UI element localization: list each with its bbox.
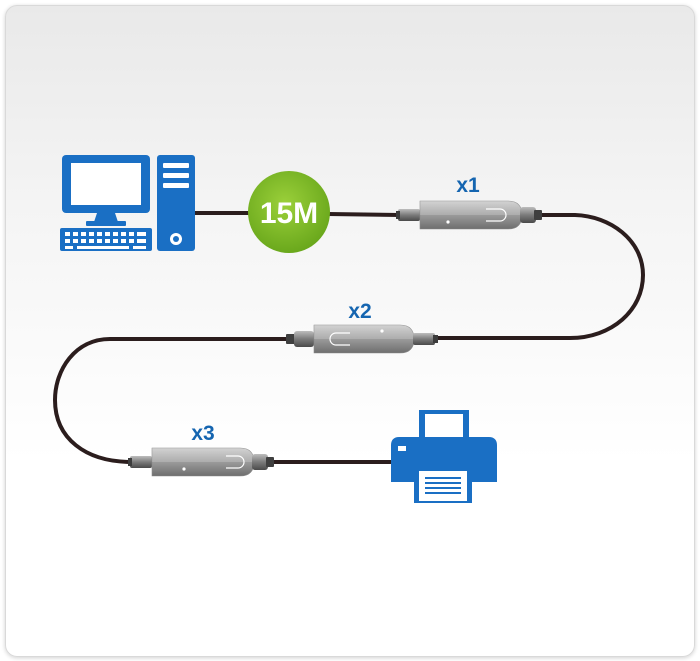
cable-segment-badge: [326, 212, 402, 217]
usb-extender-3: [128, 447, 274, 477]
length-badge: 15M: [248, 171, 330, 253]
pc-tower-icon: [157, 155, 195, 251]
usb-extender-2: [286, 324, 438, 354]
cable-segment-loop-right: [428, 213, 646, 340]
cable: [52, 211, 646, 464]
extender-3-label: x3: [191, 422, 214, 445]
printer-icon: [391, 410, 497, 503]
extender-2-label: x2: [348, 300, 371, 323]
extender-1-label: x1: [456, 174, 480, 197]
computer-icon: [60, 155, 195, 251]
length-badge-text: 15M: [260, 197, 318, 230]
usb-extender-1: [396, 200, 542, 230]
cable-segment-loop-left: [52, 337, 292, 464]
